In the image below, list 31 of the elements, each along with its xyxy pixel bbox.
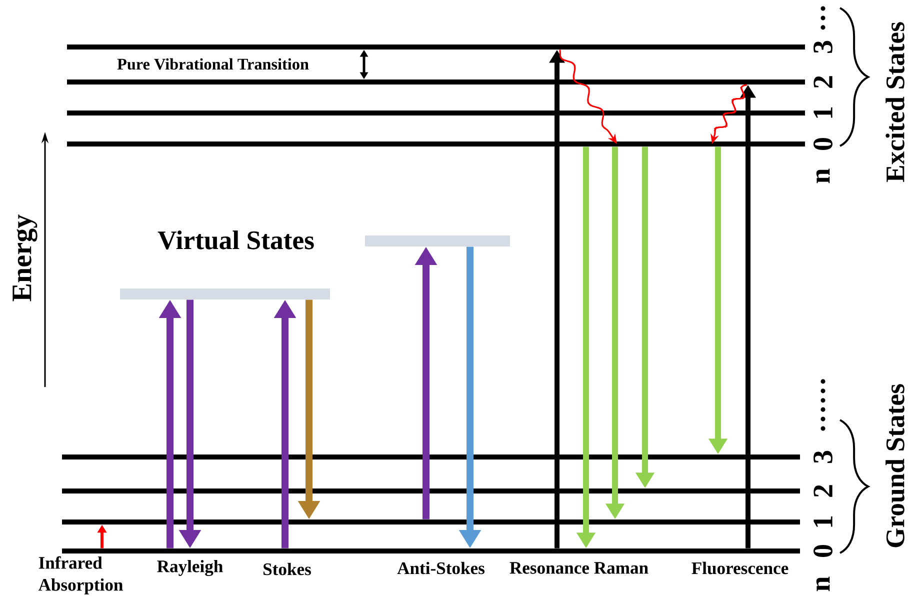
energy-level: [62, 520, 800, 524]
state-number: 2: [814, 485, 832, 497]
virtual-state-bar: [120, 288, 330, 300]
process-label: Fluorescence: [692, 562, 788, 574]
energy-level: [67, 110, 805, 116]
process-label: Resonance Raman: [510, 562, 648, 574]
energy-level: [62, 454, 800, 460]
axis-label: Energy: [12, 214, 38, 302]
state-number: n: [816, 576, 830, 592]
state-number: n: [816, 168, 830, 184]
state-number: 3: [814, 450, 832, 463]
state-number: …: [820, 6, 826, 30]
state-number: 0: [814, 545, 832, 557]
group-label: Ground States: [886, 384, 904, 548]
process-label: Rayleigh: [157, 560, 223, 576]
heading: Virtual States: [158, 230, 314, 250]
virtual-state-bar: [365, 236, 510, 246]
state-number: 3: [814, 40, 832, 53]
process-label: Infrared Absorption: [38, 556, 123, 594]
energy-level: [62, 488, 800, 494]
state-number: 1: [814, 516, 832, 527]
edge-label: Pure Vibrational Transition: [117, 58, 309, 70]
energy-level: [67, 142, 805, 146]
state-number: 2: [814, 76, 832, 88]
process-label: Stokes: [264, 562, 311, 576]
process-label: Anti-Stokes: [397, 562, 485, 574]
energy-level: [62, 548, 800, 554]
group-label: Excited States: [886, 22, 904, 182]
state-number: ……: [820, 379, 826, 431]
state-number: 0: [814, 138, 832, 150]
state-number: 1: [814, 107, 832, 118]
